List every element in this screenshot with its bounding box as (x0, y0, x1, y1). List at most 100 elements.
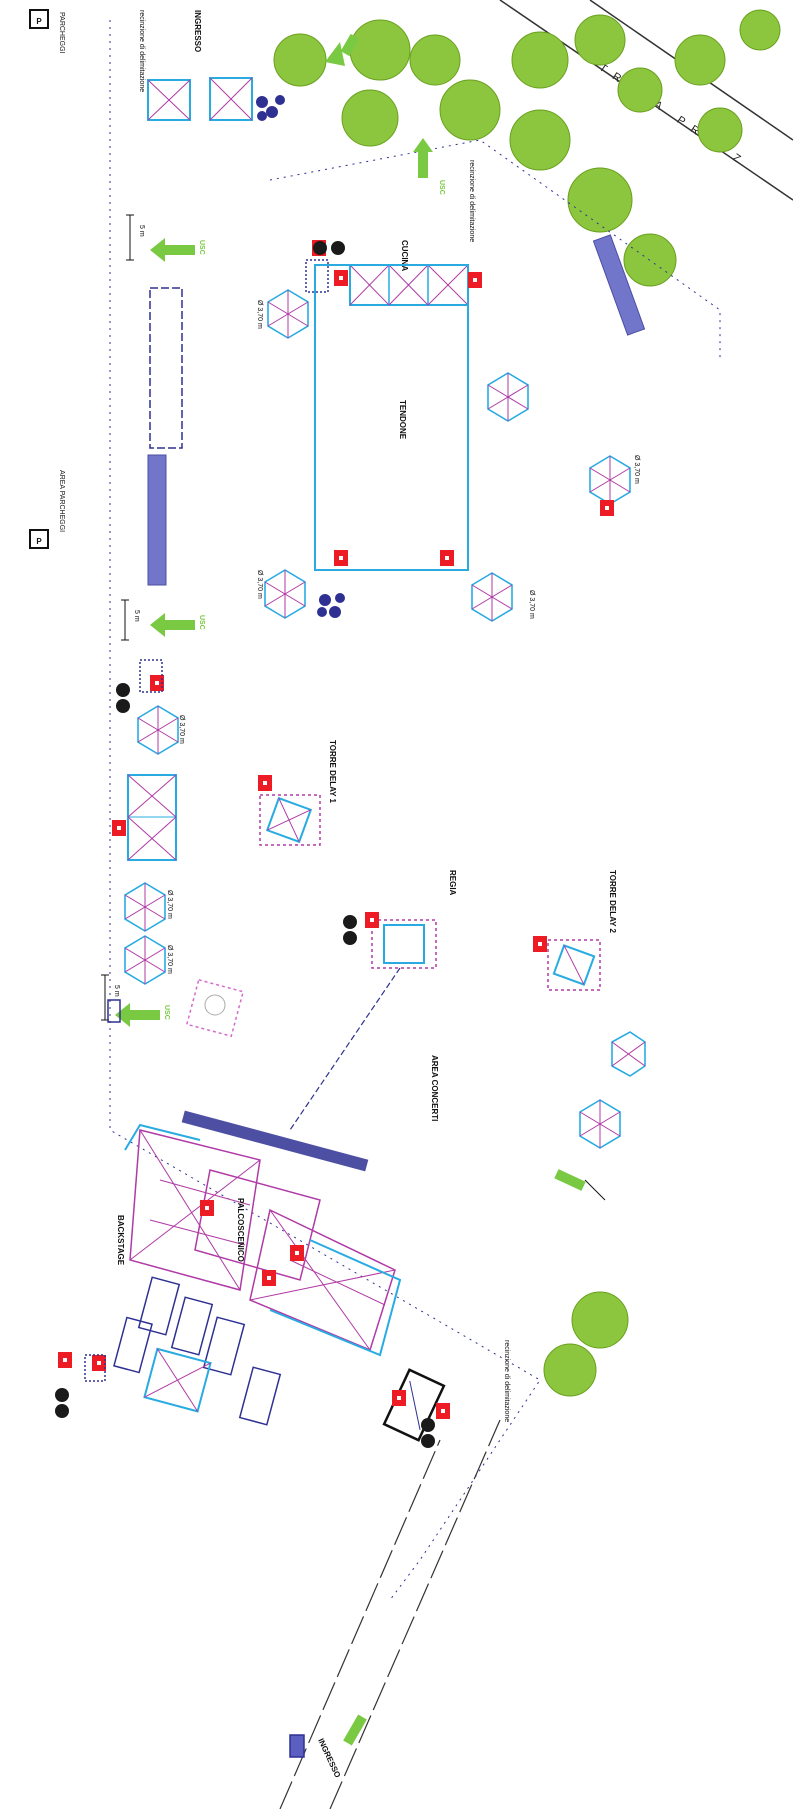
regia-label: REGIA (448, 870, 457, 896)
waste-bin-icon (343, 915, 357, 945)
backstage-containers (113, 1276, 282, 1426)
hex-stand (579, 1099, 621, 1149)
fire-extinguisher-icon (440, 550, 454, 566)
stand-size-label-4: Ø 3,70 m (178, 715, 185, 744)
waste-bin-icon (116, 683, 130, 713)
svg-text:P: P (36, 537, 42, 546)
zone-parking-gazebo (149, 287, 183, 449)
fire-extinguisher-icon (533, 936, 547, 952)
road-bottom (279, 1419, 501, 1809)
generator-icon (256, 95, 285, 121)
exit-label-2: USC (198, 615, 205, 630)
gazebo-parking-2 (209, 77, 253, 121)
fire-extinguisher-icon (258, 775, 272, 791)
hex-stand (137, 705, 179, 755)
ingresso-label-1: INGRESSO (193, 10, 202, 52)
fence-perimeter (109, 20, 721, 1601)
fire-extinguisher-icon (392, 1390, 406, 1406)
palcoscenico (124, 1123, 402, 1357)
exit-label-4: USC (438, 180, 445, 195)
torre-delay-2 (547, 939, 601, 991)
exit-arrow-icon (325, 33, 360, 66)
fire-extinguisher-icon (600, 500, 614, 516)
recinzione-label-3: recinzione di delimitazione (468, 160, 475, 242)
tendone (314, 264, 469, 571)
toilets (84, 259, 329, 1758)
fire-extinguisher-icon (334, 270, 348, 286)
torre-delay-1 (259, 794, 321, 846)
hex-stand (124, 882, 166, 932)
hex-stand (487, 372, 529, 422)
fire-extinguisher-icon (200, 1200, 214, 1216)
exit-arrow-icon (554, 1169, 586, 1191)
cable-line (289, 967, 401, 1131)
exit-arrow-icon (413, 138, 433, 178)
torre-delay-2-label: TORRE DELAY 2 (608, 870, 617, 934)
stage-barrier (181, 1110, 369, 1172)
exit-label-3: USC (163, 1005, 170, 1020)
fire-extinguisher-icon (436, 1403, 450, 1419)
fire-extinguisher-icon (334, 550, 348, 566)
fire-extinguisher-icon (58, 1352, 72, 1368)
recinzione-label-2: recinzione di delimitazione (503, 1340, 510, 1422)
exit-arrow-icon (150, 613, 195, 637)
gazebo-parking-1 (147, 79, 191, 121)
backstage-gazebo (143, 1347, 212, 1413)
trees-bottom (543, 1291, 629, 1397)
torre-delay-1-label: TORRE DELAY 1 (328, 740, 337, 804)
hex-stand (124, 935, 166, 985)
backstage-label: BACKSTAGE (116, 1215, 125, 1266)
svg-text:P: P (36, 17, 42, 26)
hex-stand (589, 455, 631, 505)
trees-top (273, 9, 781, 287)
stand-size-label-7: Ø 3,70 m (633, 455, 640, 484)
stand-size-label-6: Ø 3,70 m (166, 945, 173, 974)
fire-extinguishers (58, 240, 614, 1419)
dim-label-3: 5 m (113, 985, 120, 997)
stand-size-label-1: Ø 3,70 m (256, 300, 263, 329)
dim-label-2: 5 m (133, 610, 140, 622)
exit-arrow-icon (150, 238, 195, 262)
stand-size-label-3: Ø 3,70 m (528, 590, 535, 619)
tendone-label: TENDONE (398, 400, 407, 440)
fire-extinguisher-icon (112, 820, 126, 836)
hex-stand (471, 572, 513, 622)
fire-extinguisher-icon (92, 1355, 106, 1371)
exit-arrow-icon (115, 1003, 160, 1027)
waste-bin-icon (55, 1388, 69, 1418)
stand-size-label-5: Ø 3,70 m (166, 890, 173, 919)
tree-marker (185, 978, 245, 1038)
bike-rack (147, 454, 167, 586)
waste-bin-icon (313, 241, 345, 255)
waste-bins (55, 241, 435, 1448)
hex-stand (267, 289, 309, 339)
area-parcheggi-label: AREA PARCHEGGI (58, 470, 65, 532)
legend-marker-top: P (29, 9, 49, 29)
exit-arrows (115, 33, 586, 1746)
exit-arrow-icon (343, 1714, 367, 1746)
stand-size-label-2: Ø 3,70 m (256, 570, 263, 599)
bike-rack-2 (592, 234, 646, 336)
hex-stand (611, 1031, 646, 1077)
legend-marker-mid: P (29, 529, 49, 549)
gazebo-left-middle (127, 774, 177, 861)
recinzione-label-1: recinzione di delimitazione (138, 10, 145, 92)
fire-extinguisher-icon (290, 1245, 304, 1261)
palcoscenico-label: PALCOSCENICO (236, 1198, 245, 1262)
waste-bin-icon (421, 1418, 435, 1448)
dimension-markers (101, 214, 606, 1201)
fire-extinguisher-icon (150, 675, 164, 691)
generator-icon (317, 593, 345, 618)
fire-extinguisher-icon (468, 272, 482, 288)
cucina-label: CUCINA (400, 240, 409, 271)
exit-label-1: USC (198, 240, 205, 255)
dim-label-1: 5 m (138, 225, 145, 237)
regia (371, 919, 437, 969)
fire-extinguisher-icon (365, 912, 379, 928)
hex-stands (124, 289, 646, 1149)
area-concerti-label: AREA CONCERTI (430, 1055, 439, 1121)
fire-extinguisher-icon (262, 1270, 276, 1286)
ingresso-label-2: INGRESSO (316, 1737, 342, 1779)
hex-stand (264, 569, 306, 619)
